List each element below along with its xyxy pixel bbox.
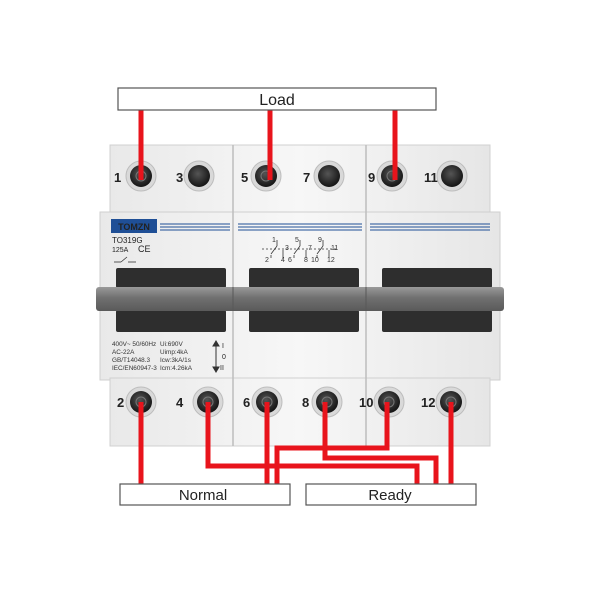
terminal-label-7: 7 (303, 170, 310, 185)
schematic-mid-7: 7 (308, 245, 312, 252)
wire-ready-4 (205, 402, 420, 486)
terminal-label-10: 10 (359, 395, 373, 410)
load-label-box: Load (117, 87, 437, 111)
terminal-label-9: 9 (368, 170, 375, 185)
schematic-bot-2: 2 (265, 257, 269, 264)
lower-recess-2 (249, 310, 359, 332)
handle-bar[interactable] (96, 287, 504, 311)
spec-right-2: Icw:3kA/1s (160, 357, 191, 364)
terminal-label-12: 12 (421, 395, 435, 410)
terminal-screw-3[interactable] (183, 160, 215, 192)
switch-symbol-icon (114, 256, 136, 263)
schematic-top-9: 9 (318, 237, 322, 244)
normal-label: Normal (179, 487, 227, 504)
lower-recess-3 (382, 310, 492, 332)
schematic-bot-8: 8 (304, 257, 308, 264)
lower-recess-1 (116, 310, 226, 332)
handle-recess-1 (116, 268, 226, 288)
spec-right-3: Icm:4.26kA (160, 365, 193, 372)
schematic-mid-11: 11 (331, 245, 338, 252)
handle-recess-2 (249, 268, 359, 288)
normal-label-box: Normal (119, 483, 291, 506)
wires (138, 108, 454, 486)
terminal-label-4: 4 (176, 395, 184, 410)
bottom-terminal-block (109, 377, 491, 447)
ce-mark: CE (138, 244, 151, 254)
terminal-label-1: 1 (114, 170, 121, 185)
ready-label-box: Ready (305, 483, 477, 506)
brand-stripes (160, 223, 490, 231)
terminal-screw-7[interactable] (313, 160, 345, 192)
schematic-bot-10: 10 (311, 257, 319, 264)
terminal-label-6: 6 (243, 395, 250, 410)
top-terminal-block (109, 144, 491, 216)
schematic-bot-4: 4 (281, 257, 285, 264)
terminal-label-3: 3 (176, 170, 183, 185)
spec-left-2: GB/T14048.3 (112, 357, 150, 364)
position-mark-one: I (222, 343, 224, 350)
schematic-top-1: 1 (272, 237, 276, 244)
wire-ready-8 (322, 402, 439, 486)
position-arrow-icon (212, 340, 220, 373)
terminal-screw-11[interactable] (436, 160, 468, 192)
spec-right-1: Uimp:4kA (160, 349, 188, 356)
spec-left-0: 400V~ 50/60Hz (112, 341, 156, 348)
internal-schematic (262, 240, 336, 258)
position-mark-zero: 0 (222, 354, 226, 361)
position-mark-two: II (220, 365, 224, 372)
brand-name: TOMZN (118, 222, 150, 232)
terminal-label-5: 5 (241, 170, 248, 185)
handle-recess-3 (382, 268, 492, 288)
current-rating: 125A (112, 247, 129, 254)
spec-left-1: AC-22A (112, 349, 135, 356)
model-text: TO319G (112, 236, 143, 245)
terminal-label-2: 2 (117, 395, 124, 410)
terminal-label-11: 11 (424, 170, 438, 185)
terminal-screw-9[interactable] (376, 160, 408, 192)
schematic-mid-3: 3 (285, 245, 289, 252)
schematic-top-5: 5 (295, 237, 299, 244)
spec-right-0: Ui:690V (160, 341, 183, 348)
switch-housing: TOMZN TO319G 125A CE 400V~ 50/60Hz AC-22… (96, 144, 504, 447)
brand-logo (111, 219, 157, 233)
terminal-screw-5[interactable] (250, 160, 282, 192)
schematic-bot-6: 6 (288, 257, 292, 264)
spec-left-3: IEC/EN60947-3 (112, 365, 157, 372)
terminal-numbers: 1 3 5 7 9 11 2 4 6 8 10 12 (114, 170, 438, 410)
schematic-bot-12: 12 (327, 257, 335, 264)
terminal-label-8: 8 (302, 395, 309, 410)
ready-label: Ready (368, 487, 412, 504)
load-label: Load (259, 92, 295, 109)
